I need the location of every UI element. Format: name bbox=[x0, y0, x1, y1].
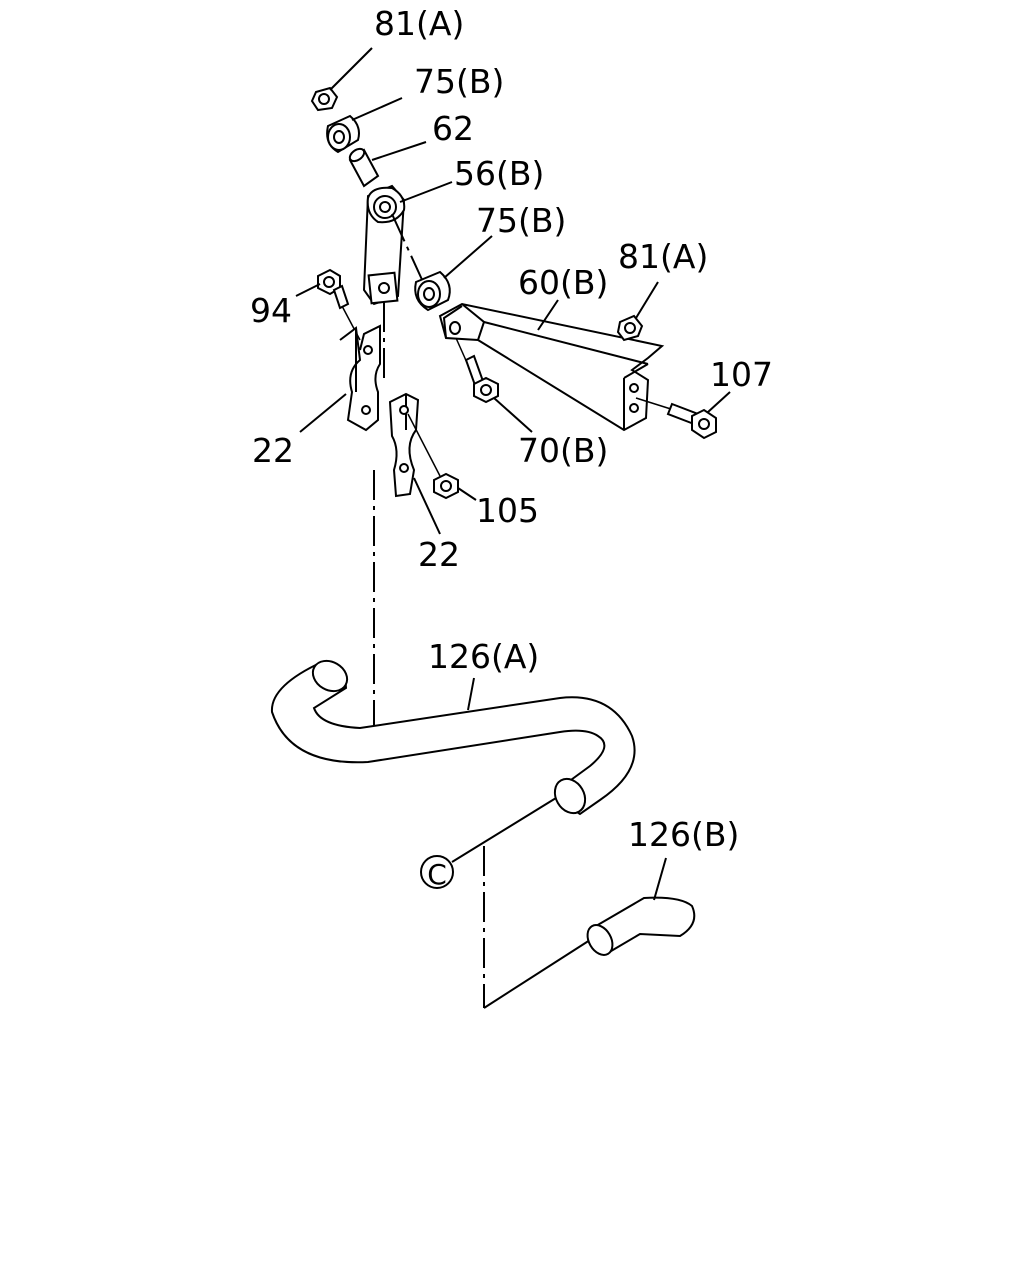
leader-126a bbox=[467, 677, 475, 711]
label-94: 94 bbox=[250, 291, 292, 330]
label-22-bottom: 22 bbox=[418, 535, 460, 574]
label-126b: 126(B) bbox=[628, 815, 739, 854]
part-62-sleeve bbox=[348, 147, 380, 188]
leader-22-left bbox=[299, 393, 347, 433]
axis-line-bushings bbox=[391, 213, 425, 285]
leader-75b-mid bbox=[443, 235, 493, 279]
leader-105 bbox=[457, 487, 477, 501]
part-60b-long-bracket bbox=[438, 302, 665, 432]
leader-60b bbox=[537, 299, 559, 331]
label-60b: 60(B) bbox=[518, 263, 608, 302]
part-94-bolt bbox=[317, 268, 350, 310]
leader-22-bottom bbox=[413, 477, 441, 535]
leader-c bbox=[451, 797, 557, 863]
part-56b-upper-bracket bbox=[362, 184, 406, 306]
leader-62 bbox=[371, 141, 427, 161]
label-75b-top: 75(B) bbox=[414, 62, 504, 101]
part-75b-top-bushing bbox=[326, 114, 360, 154]
part-22-right-clamp bbox=[388, 392, 420, 498]
label-81a-right: 81(A) bbox=[618, 237, 708, 276]
leader-70b bbox=[493, 397, 533, 433]
part-81a-right-nut bbox=[616, 314, 644, 342]
label-62: 62 bbox=[432, 109, 474, 148]
label-126a: 126(A) bbox=[428, 637, 539, 676]
part-22-left-clamp bbox=[339, 324, 381, 432]
callout-c-circle: C bbox=[420, 855, 454, 891]
part-107-bolt bbox=[635, 397, 717, 440]
leader-126b bbox=[653, 857, 667, 901]
label-75b-mid: 75(B) bbox=[476, 201, 566, 240]
axis-line-clamp-hole bbox=[407, 413, 441, 477]
leader-107 bbox=[707, 391, 731, 413]
label-81a-top: 81(A) bbox=[374, 4, 464, 43]
leader-56b bbox=[399, 181, 453, 203]
part-126a-pipe bbox=[270, 659, 636, 816]
label-107: 107 bbox=[710, 355, 773, 394]
label-56b: 56(B) bbox=[454, 154, 544, 193]
label-70b: 70(B) bbox=[518, 431, 608, 470]
label-105: 105 bbox=[476, 491, 539, 530]
leader-81a-top bbox=[329, 47, 373, 91]
part-70b-bolt bbox=[455, 337, 499, 404]
leader-81a-right bbox=[635, 281, 659, 319]
leader-94 bbox=[295, 283, 321, 297]
leader-75b-top bbox=[351, 97, 403, 121]
part-126b-hose bbox=[586, 896, 696, 956]
callout-c-text: C bbox=[427, 858, 447, 891]
part-105-nut bbox=[433, 472, 459, 500]
part-81a-top-nut bbox=[310, 86, 339, 112]
axis-line-126b-diag bbox=[483, 939, 591, 1009]
label-22-left: 22 bbox=[252, 431, 294, 470]
